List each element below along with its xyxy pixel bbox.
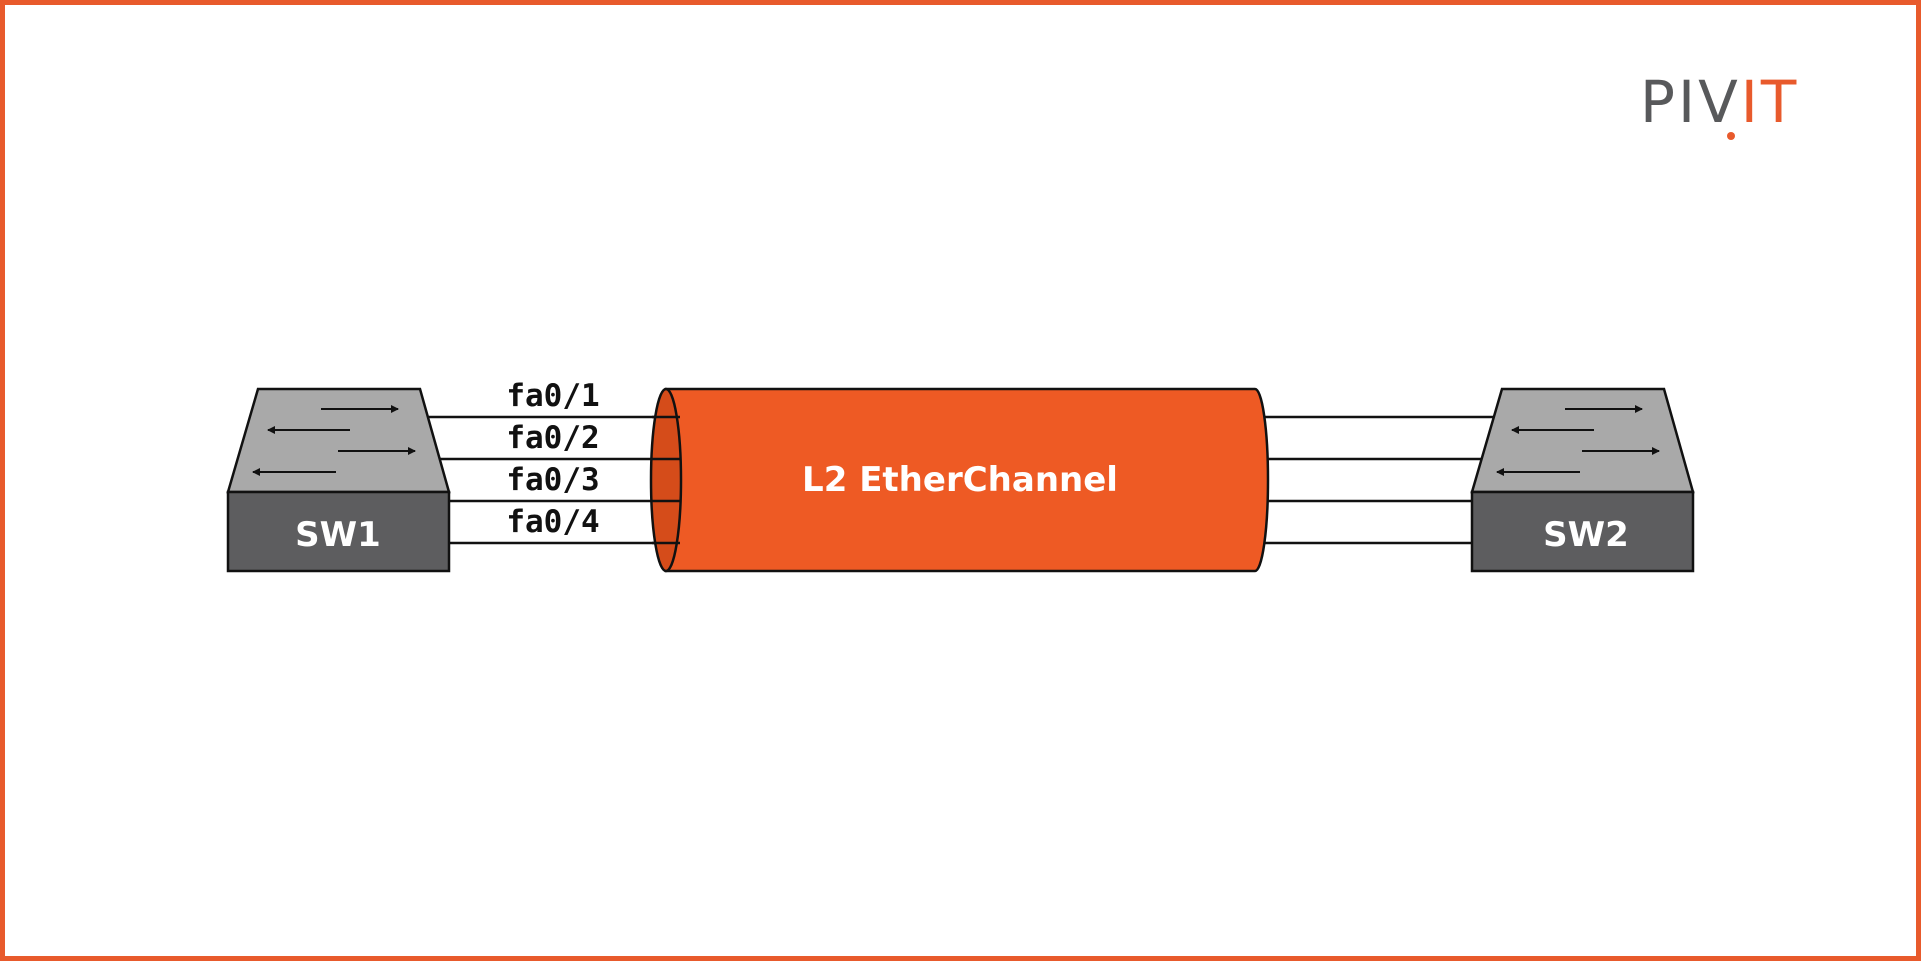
switch-arrows-icon [252, 405, 416, 476]
port-label-4: fa0/4 [506, 504, 599, 540]
port-label-1: fa0/1 [506, 378, 599, 414]
switch-body [1470, 490, 1695, 573]
logo-dot-icon [1727, 132, 1735, 140]
channel-cylinder-end [649, 387, 683, 573]
switch-body [226, 490, 451, 573]
port-label-3: fa0/3 [506, 462, 599, 498]
switch-label-sw1: SW1 [295, 515, 381, 555]
switch-label-sw2: SW2 [1543, 515, 1629, 555]
port-label-2: fa0/2 [506, 420, 599, 456]
channel-cylinder-body [664, 387, 1270, 573]
pivit-logo: PIVIT [1640, 68, 1799, 140]
svg-text:PIVIT: PIVIT [1640, 68, 1799, 136]
logo-text-it: IT [1741, 68, 1800, 136]
etherchannel-bundle: L2 EtherChannel [649, 387, 1270, 573]
channel-label: L2 EtherChannel [802, 460, 1118, 500]
switch-arrows-icon [1496, 405, 1660, 476]
switch-top-face [226, 387, 451, 494]
right-links [1260, 415, 1494, 545]
left-links [428, 415, 680, 545]
logo-text-v: V [1698, 68, 1741, 136]
logo-text-pi: PI [1640, 68, 1698, 136]
switch-top-face [1470, 387, 1695, 494]
port-labels: fa0/1 fa0/2 fa0/3 fa0/4 [506, 378, 599, 540]
switch-sw2[interactable]: SW2 [1470, 387, 1695, 573]
switch-sw1[interactable]: SW1 [226, 387, 451, 573]
